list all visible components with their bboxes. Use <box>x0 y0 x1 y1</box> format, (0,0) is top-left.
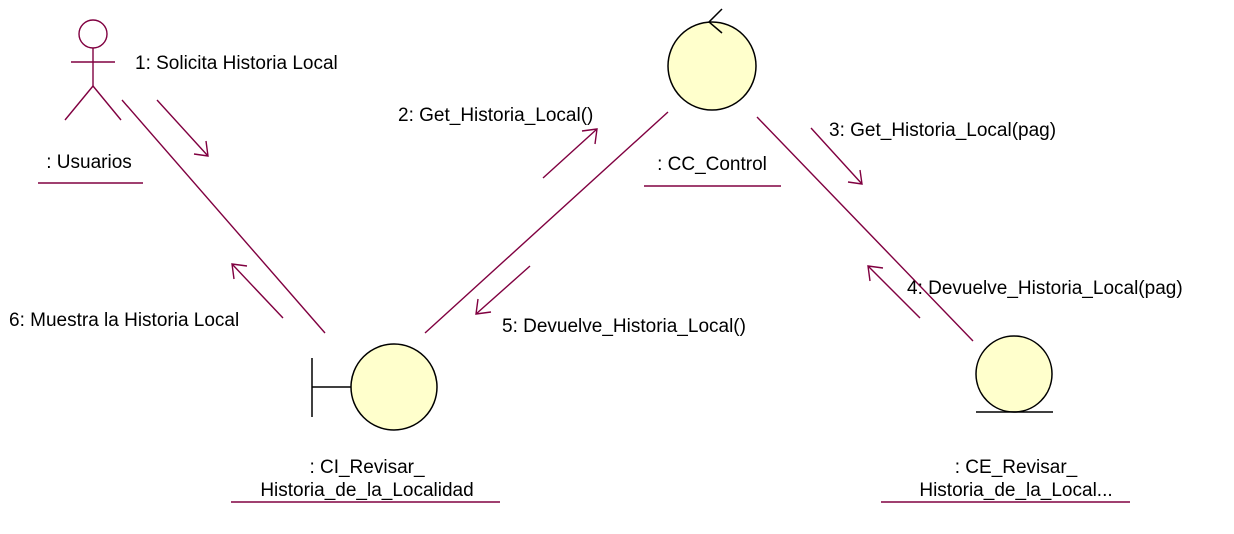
control-object-label: : CC_Control <box>657 154 767 175</box>
control-object-cc[interactable]: : CC_Control <box>644 8 781 187</box>
message-arrow-4 <box>867 265 921 319</box>
actor-usuarios[interactable]: : Usuarios <box>38 19 143 184</box>
message-arrow-6 <box>231 263 284 319</box>
actor-usuarios-label: : Usuarios <box>46 152 132 173</box>
link-ci-cc <box>424 111 669 334</box>
message-arrow-3 <box>810 127 863 185</box>
link-usuarios-ci <box>121 99 326 334</box>
actor-head-icon <box>78 19 108 49</box>
boundary-object-label-line1: : CI_Revisar_ <box>309 457 425 478</box>
boundary-object-ci[interactable]: : CI_Revisar_ Historia_de_la_Localidad <box>231 343 500 503</box>
control-icon <box>667 21 757 111</box>
entity-object-ce[interactable]: : CE_Revisar_ Historia_de_la_Local... <box>881 335 1130 503</box>
entity-object-label-line2: Historia_de_la_Local... <box>919 480 1112 501</box>
boundary-object-label-line2: Historia_de_la_Localidad <box>260 480 473 501</box>
link-cc-ce <box>756 116 974 342</box>
message-label-2: 2: Get_Historia_Local() <box>398 105 593 126</box>
boundary-icon <box>350 343 438 431</box>
message-label-4: 4: Devuelve_Historia_Local(pag) <box>907 278 1183 299</box>
message-arrow-1 <box>156 99 209 157</box>
message-label-5: 5: Devuelve_Historia_Local() <box>502 316 746 337</box>
message-label-6: 6: Muestra la Historia Local <box>9 310 239 331</box>
message-arrow-2 <box>542 128 598 179</box>
message-label-1: 1: Solicita Historia Local <box>135 53 338 74</box>
message-label-3: 3: Get_Historia_Local(pag) <box>829 120 1056 141</box>
entity-object-label-line1: : CE_Revisar_ <box>955 457 1078 478</box>
message-arrow-5 <box>475 265 531 315</box>
entity-icon <box>975 335 1053 413</box>
